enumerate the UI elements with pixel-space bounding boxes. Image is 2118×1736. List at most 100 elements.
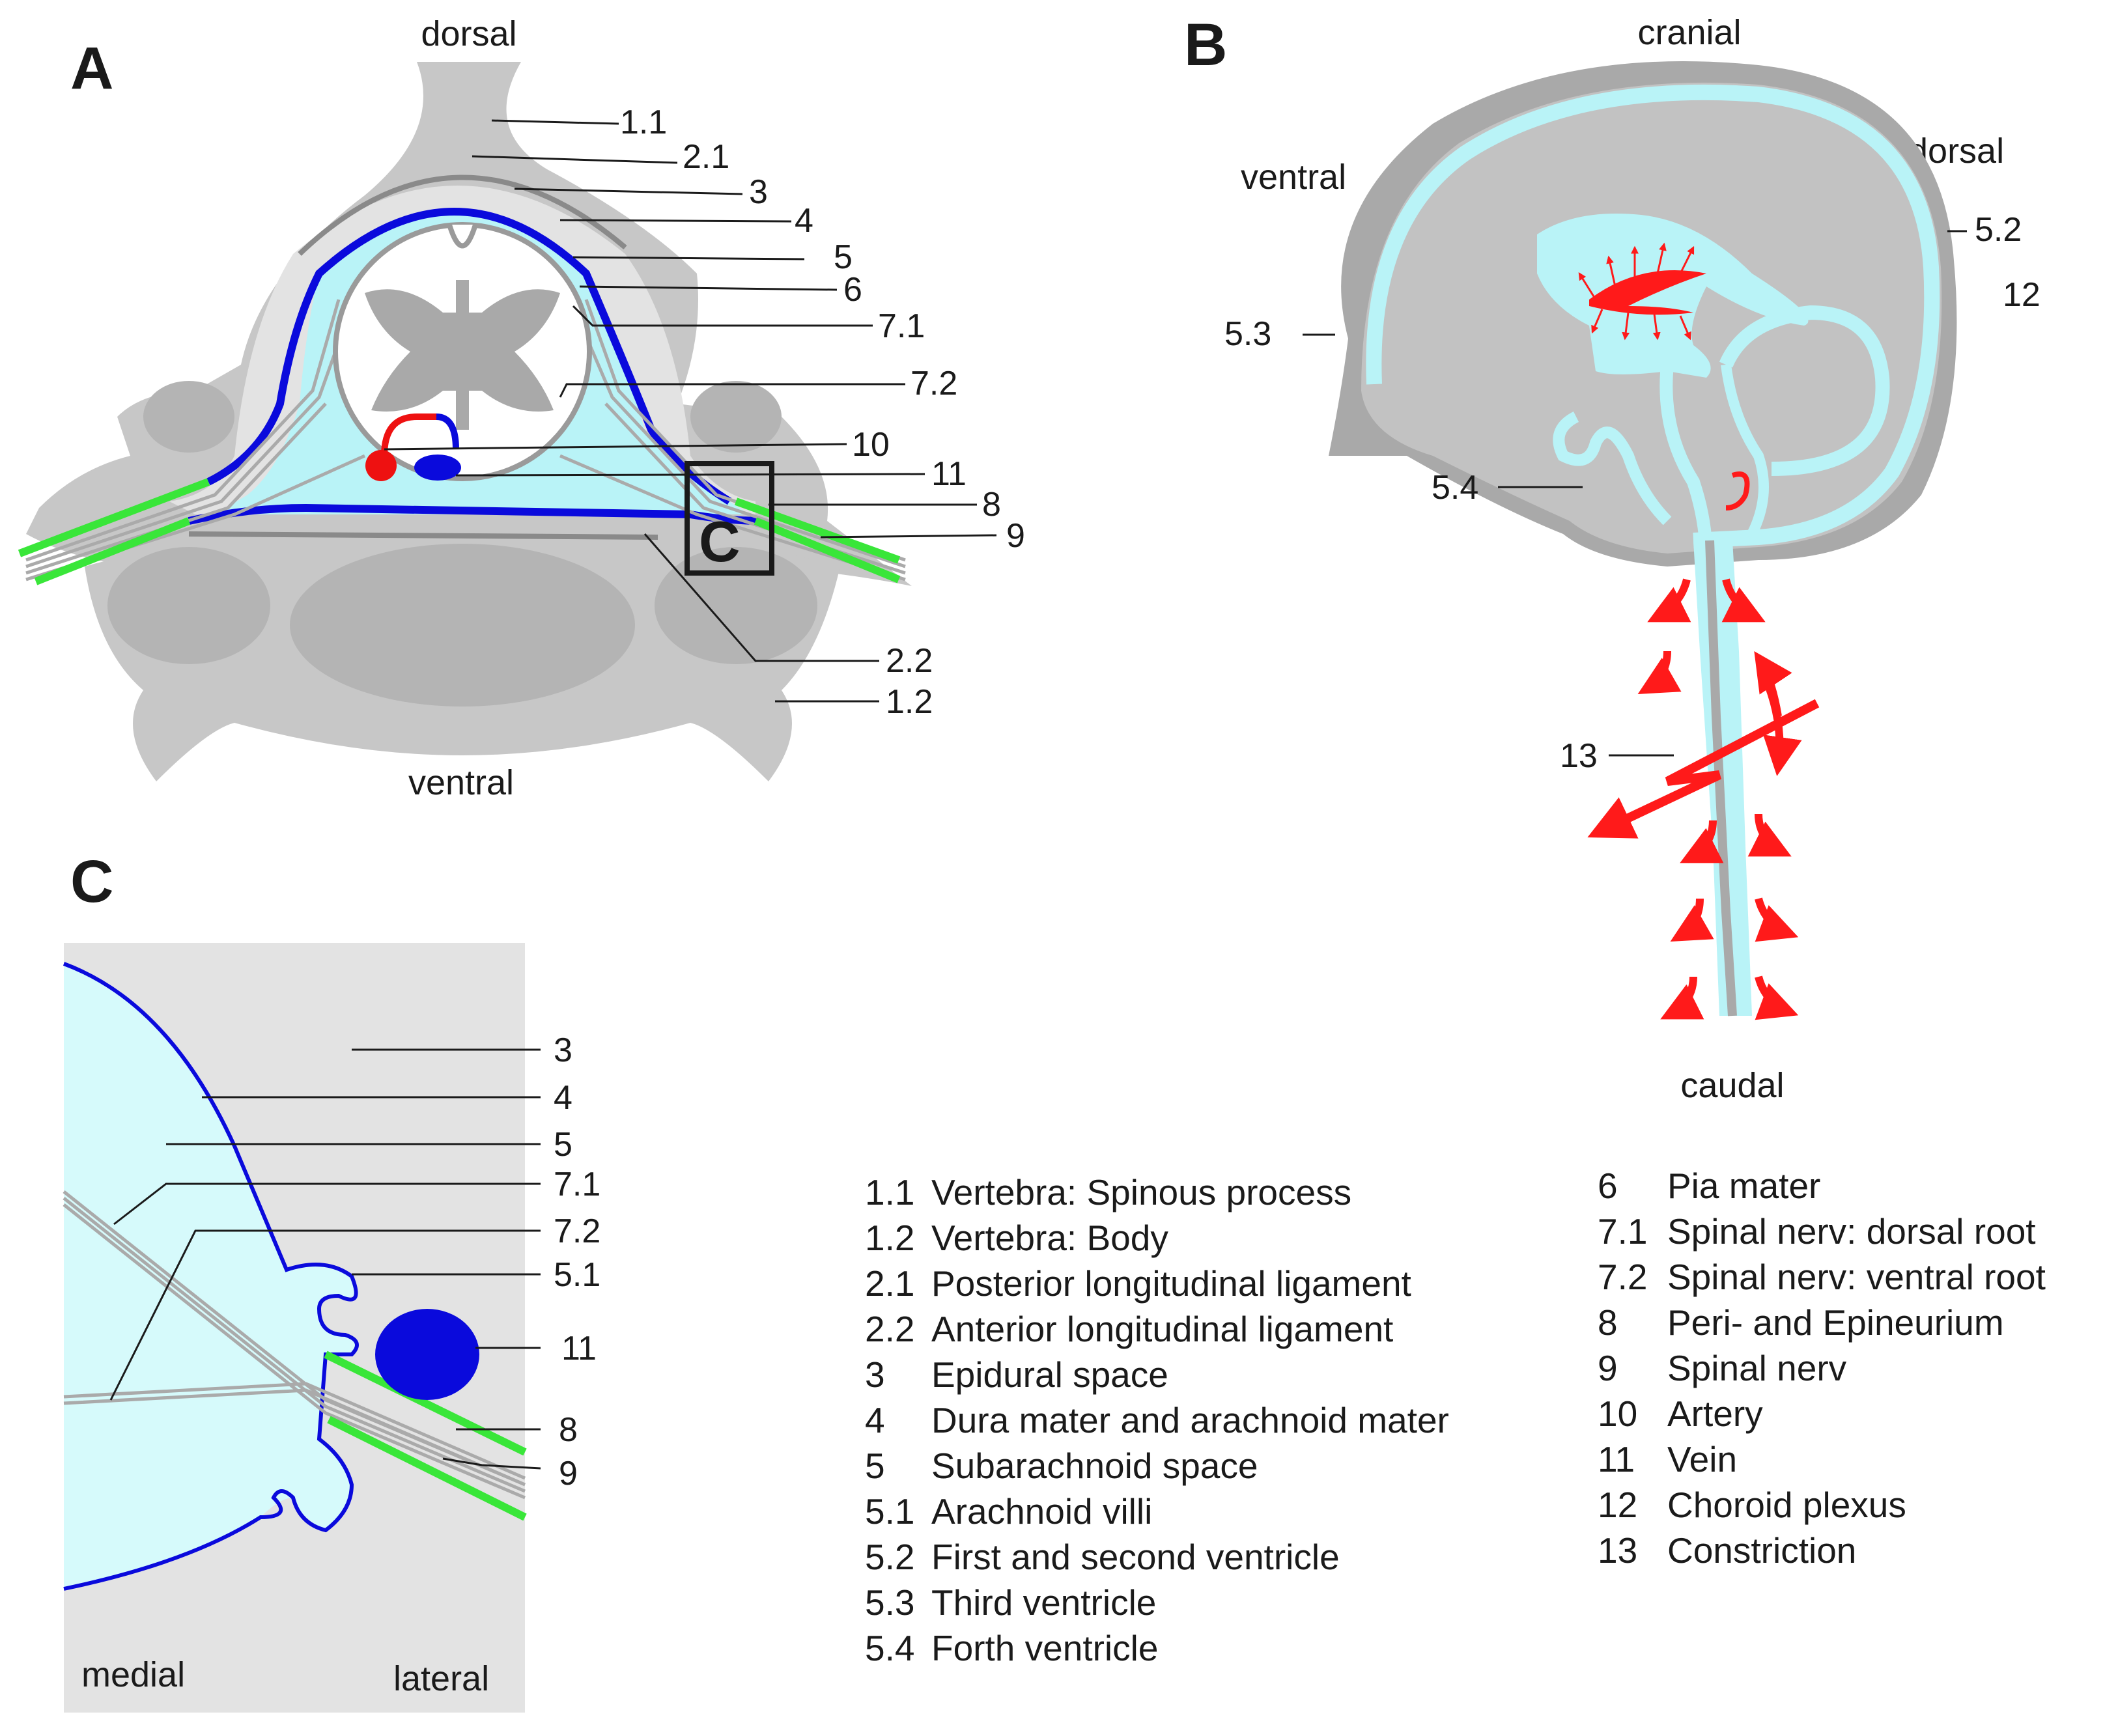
artery-loop [381,413,436,456]
label-c-5-1: 5.1 [554,1256,600,1294]
label-b-13: 13 [1560,737,1598,775]
panel-c: C medial lateral 3 4 5 7.1 7.2 5.1 [63,848,600,1713]
leader-a-4 [559,219,792,223]
legend-right-description: Spinal nerv: dorsal root [1667,1211,2036,1252]
legend-left-description: Posterior longitudinal ligament [931,1263,1411,1304]
artery-loop-blue [436,413,459,450]
panel-b: B cranial ventral dorsal caudal [1184,12,2040,1105]
ventricle-link [1721,364,1769,537]
label-a-9: 9 [1006,517,1025,555]
legend-left-description: Third ventricle [931,1582,1156,1623]
panel-a: A dorsal ventral [18,14,1025,802]
lateral-ventricle [1537,214,1809,378]
leader-c-9 [442,1457,541,1470]
label-a-8: 8 [982,486,1001,524]
cerebellum-csf [1719,305,1890,476]
panel-c-letter: C [70,848,113,915]
legend-left-description: Vertebra: Spinous process [931,1172,1351,1212]
label-a-6: 6 [843,271,862,309]
label-a-7-2: 7.2 [911,365,957,402]
label-a-3: 3 [749,173,768,211]
leader-a-2-1 [472,155,678,164]
legend-left-number: 1.1 [865,1172,914,1212]
choroid-plexus-arrows [1578,242,1695,341]
leader-a-10 [384,443,847,451]
panel-b-cranial-label: cranial [1637,13,1741,52]
choroid-plexus-lateral [1589,270,1706,315]
grey-matter [365,280,560,430]
label-a-2-2: 2.2 [886,642,933,680]
legend-right-number: 9 [1598,1348,1618,1388]
epineurium-right-top [734,497,901,564]
leader-c-7-1 [113,1183,541,1225]
label-c-9: 9 [559,1455,578,1492]
choroid-plexus-fourth [1725,471,1750,511]
label-c-8: 8 [559,1411,578,1449]
leader-a-7-2 [559,383,905,398]
legend-left-number: 2.2 [865,1309,914,1349]
legend-right-description: Choroid plexus [1667,1485,1906,1525]
legend-right-description: Vein [1667,1439,1737,1479]
panel-c-epineurium-top [324,1351,527,1456]
label-c-5: 5 [554,1126,572,1164]
label-c-3: 3 [554,1031,572,1069]
legend-right-description: Spinal nerv: ventral root [1667,1257,2046,1297]
label-c-11: 11 [561,1330,597,1367]
legend-left-number: 1.2 [865,1218,914,1258]
leader-c-7-2 [109,1229,541,1401]
legend-right-number: 11 [1598,1439,1635,1479]
label-b-5-4: 5.4 [1432,469,1478,507]
leader-a-9 [820,534,997,539]
label-b-12: 12 [2003,276,2040,314]
legend-right-number: 10 [1598,1393,1637,1434]
label-a-1-2: 1.2 [886,683,933,721]
panel-c-medial-label: medial [81,1655,185,1694]
legend-left-number: 4 [865,1400,885,1440]
legend-right-description: Pia mater [1667,1166,1820,1206]
vein [414,455,461,481]
leader-a-6 [579,285,838,291]
panel-c-vein [375,1309,479,1400]
label-a-4: 4 [795,202,813,240]
epineurium-left-bottom [34,517,191,585]
vertebral-body-lobe-right [655,547,817,664]
dura-mater [206,208,732,505]
legend-left-number: 2.1 [865,1263,914,1304]
legend-right-number: 7.2 [1598,1257,1647,1297]
panel-c-nerves [63,1190,526,1500]
leader-a-11 [455,473,925,477]
artery [365,450,397,481]
legend-left-description: Subarachnoid space [931,1446,1258,1486]
label-c-7-1: 7.1 [554,1166,600,1203]
constriction-bolt [1587,699,1820,839]
leader-a-2-2 [643,533,879,662]
inset-c-box [685,461,774,576]
subarachnoid-space-cranial [1366,84,1940,548]
legend-right-description: Peri- and Epineurium [1667,1302,2004,1343]
legend-left-number: 5.2 [865,1537,914,1577]
label-a-1-1: 1.1 [620,104,667,141]
legend-right-description: Spinal nerv [1667,1348,1847,1388]
legend-left-description: Epidural space [931,1354,1168,1395]
label-a-5: 5 [834,238,853,276]
label-c-7-2: 7.2 [554,1212,600,1250]
leader-a-7-1 [572,305,873,327]
legend-left-description: Forth ventricle [931,1628,1158,1668]
legend-right-description: Artery [1667,1393,1763,1434]
spinal-cord-b [1705,540,1737,1016]
legend-right-number: 12 [1598,1485,1637,1525]
legend-right-number: 6 [1598,1166,1618,1206]
leader-a-3 [514,188,743,195]
label-a-10: 10 [852,426,890,464]
label-a-7-1: 7.1 [878,307,925,345]
panel-c-dura [63,962,359,1591]
leader-a-5 [572,256,805,260]
legend-right-number: 13 [1598,1530,1637,1571]
legend-right-number: 7.1 [1598,1211,1647,1252]
vertebral-body-center [290,544,635,707]
posterior-longitudinal-ligament [298,175,627,256]
panel-c-lateral-label: lateral [393,1659,489,1698]
legend-left-number: 5.4 [865,1628,914,1668]
vertebral-body-lobe-left [107,547,270,664]
